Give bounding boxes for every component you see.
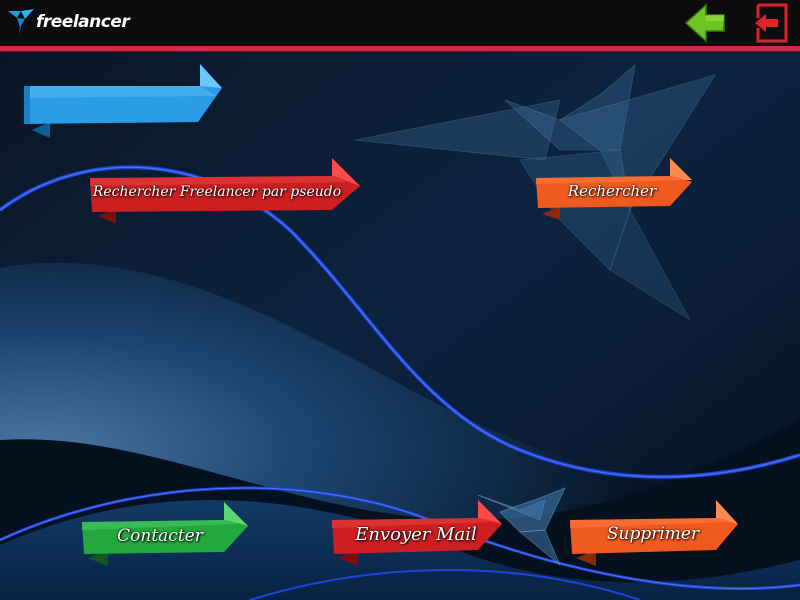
- contact-button-label: Contacter: [117, 526, 203, 546]
- back-button[interactable]: [684, 3, 726, 43]
- freelancer-bird-icon: [8, 9, 34, 35]
- logout-door-icon: [755, 3, 788, 43]
- search-by-pseudo-button[interactable]: Rechercher Freelancer par pseudo: [86, 156, 362, 226]
- header-divider: [0, 46, 800, 52]
- search-button[interactable]: Rechercher: [532, 156, 694, 222]
- logout-button[interactable]: [752, 2, 790, 44]
- send-mail-button-label: Envoyer Mail: [355, 523, 477, 545]
- logo-text: freelancer: [36, 12, 130, 32]
- delete-button-label: Supprimer: [606, 524, 700, 544]
- top-bar: [0, 0, 800, 46]
- contact-button[interactable]: Contacter: [78, 500, 250, 568]
- search-input[interactable]: [20, 62, 224, 142]
- orange-ribbon-shape: [536, 158, 692, 220]
- red-ribbon-shape: [90, 158, 360, 224]
- search-by-pseudo-label: Rechercher Freelancer par pseudo: [92, 184, 342, 200]
- green-ribbon-shape: [82, 502, 248, 566]
- send-mail-button[interactable]: Envoyer Mail: [328, 498, 504, 568]
- search-input-value: [20, 86, 196, 124]
- freelancer-logo: freelancer: [8, 6, 130, 38]
- red-ribbon-shape-mail: [332, 500, 502, 566]
- search-input-ribbon-shape: [24, 64, 222, 138]
- delete-button[interactable]: Supprimer: [566, 498, 740, 568]
- left-arrow-icon: [684, 3, 725, 43]
- search-button-label: Rechercher: [567, 182, 657, 200]
- orange-ribbon-shape-delete: [570, 500, 738, 566]
